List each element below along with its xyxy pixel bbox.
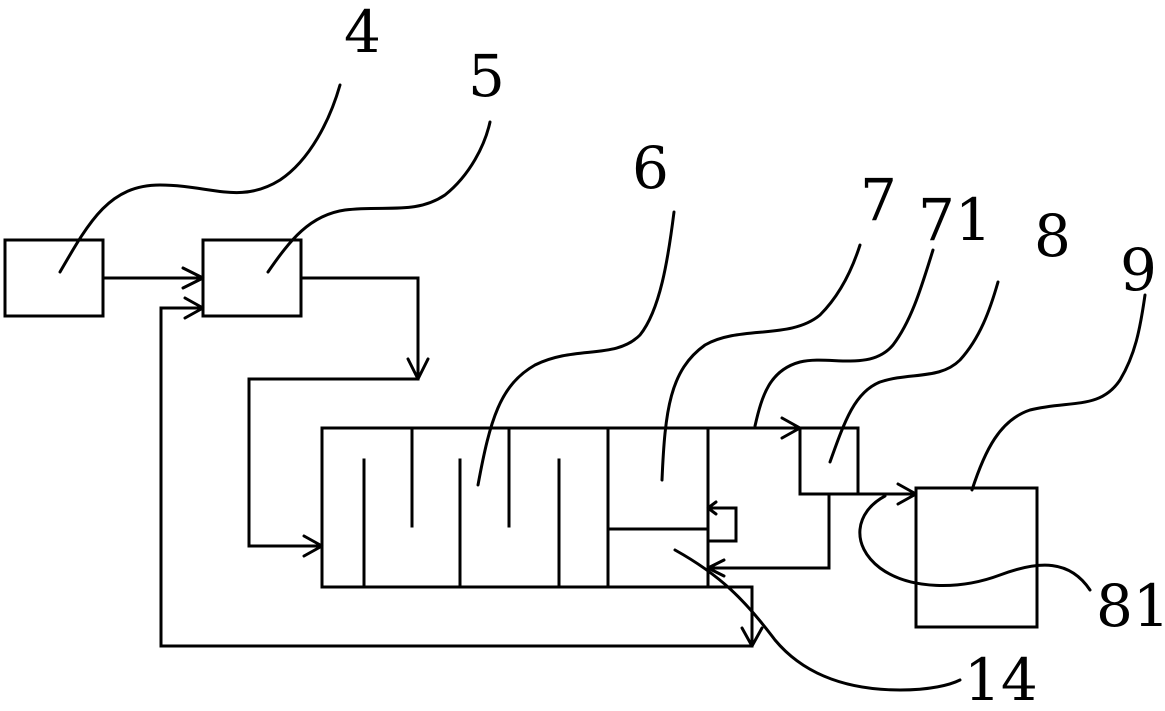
tank-6 <box>320 426 710 589</box>
small-loop-arrowhead <box>706 500 718 516</box>
small-loop <box>706 506 738 543</box>
label-9: 9 <box>1120 236 1157 304</box>
label-5: 5 <box>468 42 505 110</box>
leader-8 <box>828 280 1000 464</box>
flow-5-to-6 <box>247 276 420 548</box>
return-to-5-arrowhead <box>183 296 205 320</box>
label-14: 14 <box>964 646 1038 711</box>
return-8-to-6 <box>706 492 831 570</box>
flow-4-to-5-arrowhead <box>181 266 205 290</box>
box-5 <box>201 238 303 318</box>
leader-71 <box>753 248 935 428</box>
label-6: 6 <box>632 134 669 202</box>
return-8-to-6-arrowhead <box>706 558 726 578</box>
leader-81 <box>858 494 1092 592</box>
leader-6 <box>476 210 676 487</box>
label-81: 81 <box>1096 572 1165 640</box>
leader-9 <box>970 293 1147 492</box>
leader-5 <box>266 120 492 274</box>
box-9 <box>914 486 1039 629</box>
label-8: 8 <box>1034 202 1071 270</box>
leader-7 <box>660 243 862 482</box>
flow-tank-inlet-arrowhead <box>302 534 324 558</box>
leader-14 <box>673 548 962 692</box>
leader-4 <box>58 83 342 274</box>
flow-8-to-9-arrowhead <box>896 482 918 506</box>
flow-5-down-arrowhead <box>406 357 430 381</box>
label-4: 4 <box>344 0 381 66</box>
box-4 <box>3 238 105 318</box>
label-71: 71 <box>918 186 992 254</box>
flow-6-to-8-arrowhead <box>780 416 802 440</box>
return-to-5 <box>159 306 754 648</box>
return-down-arrowhead <box>740 626 764 648</box>
label-7: 7 <box>860 166 897 234</box>
